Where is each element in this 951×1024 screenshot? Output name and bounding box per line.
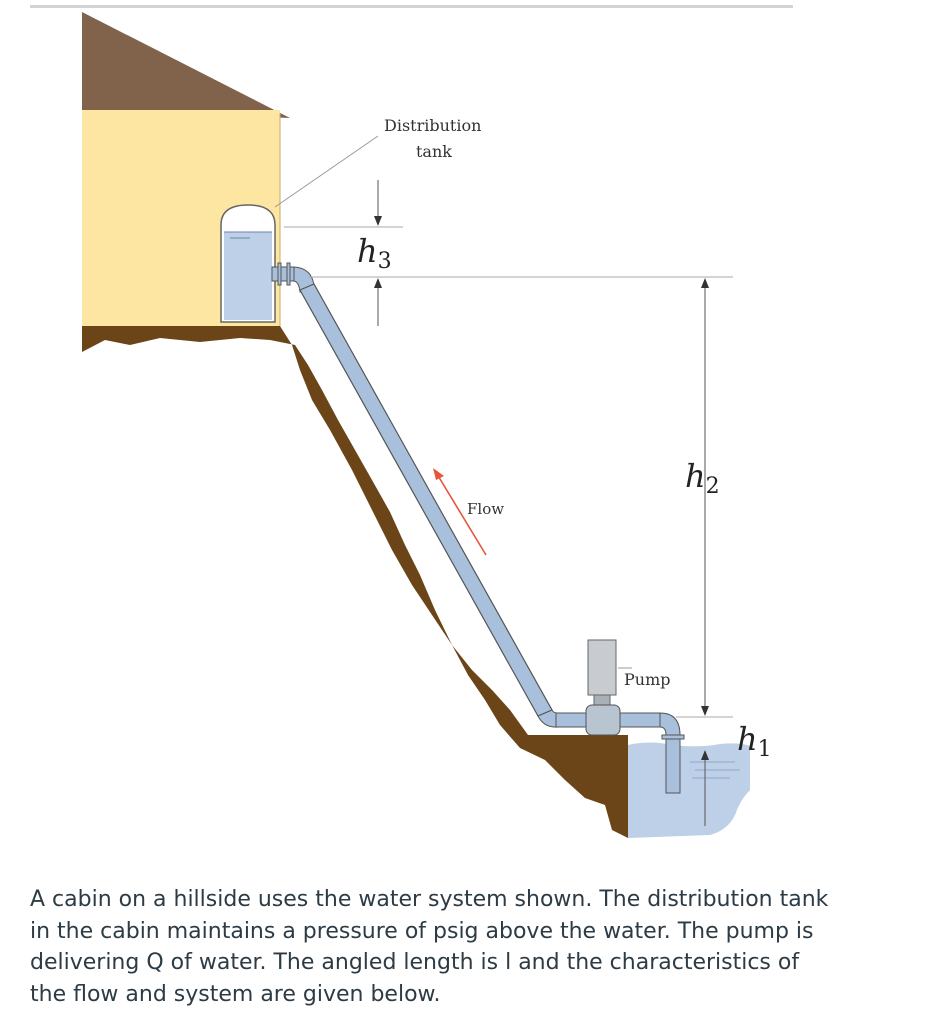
distribution-tank-label-line1: Distribution bbox=[384, 116, 481, 135]
angled-pipe bbox=[299, 283, 553, 717]
flow-arrow bbox=[436, 473, 487, 556]
problem-caption: A cabin on a hillside uses the water sys… bbox=[30, 887, 829, 1007]
cabin-roof bbox=[82, 12, 290, 118]
distribution-tank-label-line2: tank bbox=[416, 142, 452, 161]
pump-label: Pump bbox=[624, 670, 670, 689]
lake-water bbox=[628, 742, 750, 838]
hillside-soil bbox=[82, 326, 628, 838]
water-system-diagram: Distribution tank h3 h2 h1 Flow Pump bbox=[82, 12, 772, 838]
h1-label: h1 bbox=[737, 720, 772, 762]
flow-label: Flow bbox=[467, 500, 504, 518]
h3-label: h3 bbox=[357, 232, 392, 274]
top-divider bbox=[30, 5, 793, 8]
h2-label: h2 bbox=[685, 457, 720, 499]
pump bbox=[585, 639, 621, 736]
